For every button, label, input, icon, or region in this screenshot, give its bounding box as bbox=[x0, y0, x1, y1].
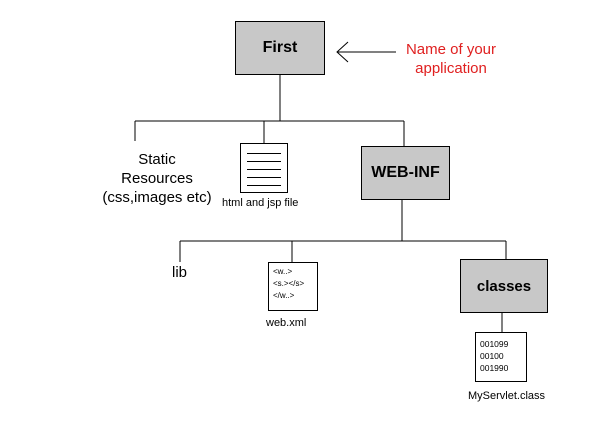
static-resources-label: Static Resources (css,images etc) bbox=[92, 150, 222, 207]
static-resources-line-1: Static bbox=[138, 151, 176, 168]
class-file-icon: 001099 00100 001990 bbox=[475, 332, 527, 382]
web-xml-line-1: <w..> bbox=[273, 267, 293, 276]
web-xml-line-3: </w..> bbox=[273, 291, 295, 300]
node-web-inf: WEB-INF bbox=[361, 146, 450, 200]
annotation-arrow bbox=[336, 41, 396, 63]
class-file-line-3: 001990 bbox=[480, 363, 509, 373]
web-xml-document-icon: <w..> <s.></s> </w..> bbox=[268, 262, 318, 311]
annotation-line-2: application bbox=[415, 60, 487, 77]
class-file-line-2: 00100 bbox=[480, 351, 504, 361]
html-document-icon bbox=[240, 143, 288, 193]
annotation-line-1: Name of your bbox=[405, 41, 497, 58]
static-resources-line-3: (css,images etc) bbox=[102, 189, 212, 206]
node-lib: lib bbox=[172, 264, 188, 281]
web-xml-caption: web.xml bbox=[266, 317, 307, 329]
html-document-caption: html and jsp file bbox=[222, 197, 299, 209]
node-first: First bbox=[235, 21, 325, 75]
web-xml-line-2: <s.></s> bbox=[273, 279, 305, 288]
static-resources-line-2: Resources bbox=[121, 170, 193, 187]
class-file-line-1: 001099 bbox=[480, 339, 509, 349]
node-classes: classes bbox=[460, 259, 548, 313]
annotation-text: Name of your application bbox=[396, 40, 506, 78]
class-file-caption: MyServlet.class bbox=[468, 390, 546, 402]
